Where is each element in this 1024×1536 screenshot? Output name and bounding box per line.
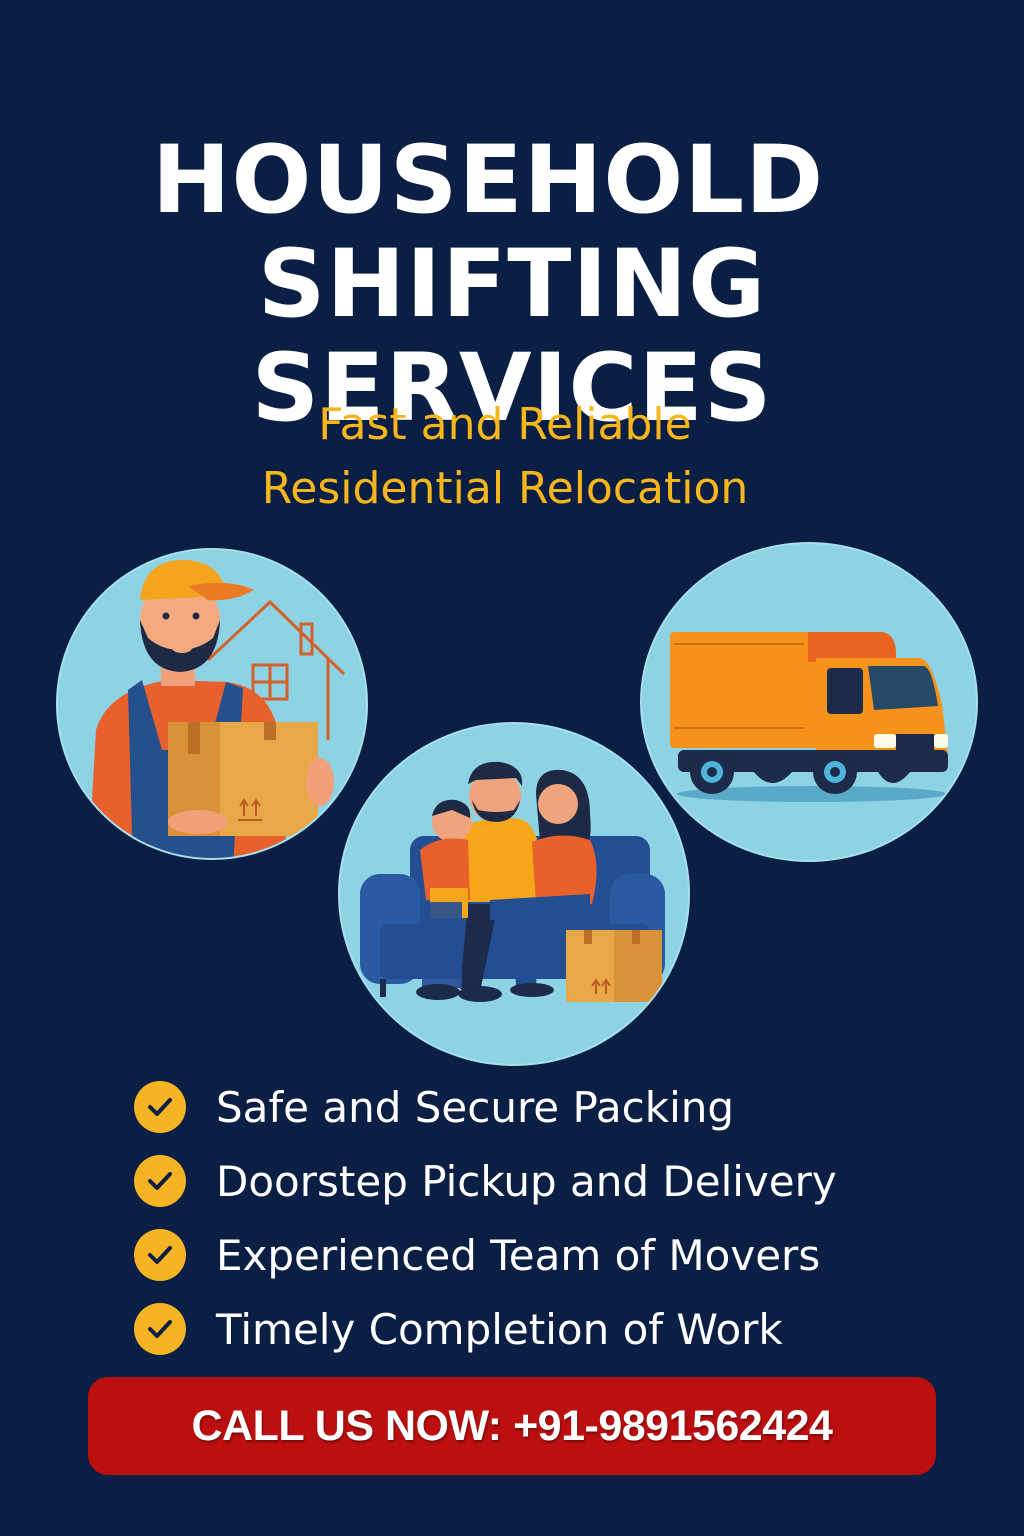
headline-line-3: SERVICES (251, 333, 773, 443)
feature-label: Timely Completion of Work (216, 1304, 783, 1354)
feature-label: Experienced Team of Movers (216, 1230, 821, 1280)
truck-illustration (640, 542, 978, 862)
family-on-sofa-icon (360, 761, 665, 1002)
feature-item: Timely Completion of Work (134, 1292, 837, 1366)
headline: HOUSEHOLD SHIFTING SERVICES (0, 125, 1024, 443)
feature-label: Doorstep Pickup and Delivery (216, 1156, 837, 1206)
check-circle-icon (134, 1229, 186, 1281)
check-circle-icon (134, 1303, 186, 1355)
subtitle-line-1: Fast and Reliable (318, 399, 692, 450)
headline-line-2: SHIFTING (257, 229, 767, 339)
subtitle: Fast and Reliable Residential Relocation (0, 393, 1010, 521)
headline-line-1: HOUSEHOLD (151, 125, 825, 235)
call-now-button[interactable]: CALL US NOW: +91-9891562424 (88, 1377, 936, 1475)
feature-item: Doorstep Pickup and Delivery (134, 1144, 837, 1218)
delivery-truck-icon (670, 632, 948, 802)
check-circle-icon (134, 1155, 186, 1207)
feature-item: Safe and Secure Packing (134, 1070, 837, 1144)
mover-illustration (56, 548, 368, 860)
check-circle-icon (134, 1081, 186, 1133)
subtitle-line-2: Residential Relocation (261, 463, 749, 514)
feature-list: Safe and Secure Packing Doorstep Pickup … (134, 1070, 837, 1366)
family-illustration (338, 722, 690, 1066)
feature-label: Safe and Secure Packing (216, 1082, 735, 1132)
mover-with-box-icon (88, 559, 346, 858)
feature-item: Experienced Team of Movers (134, 1218, 837, 1292)
